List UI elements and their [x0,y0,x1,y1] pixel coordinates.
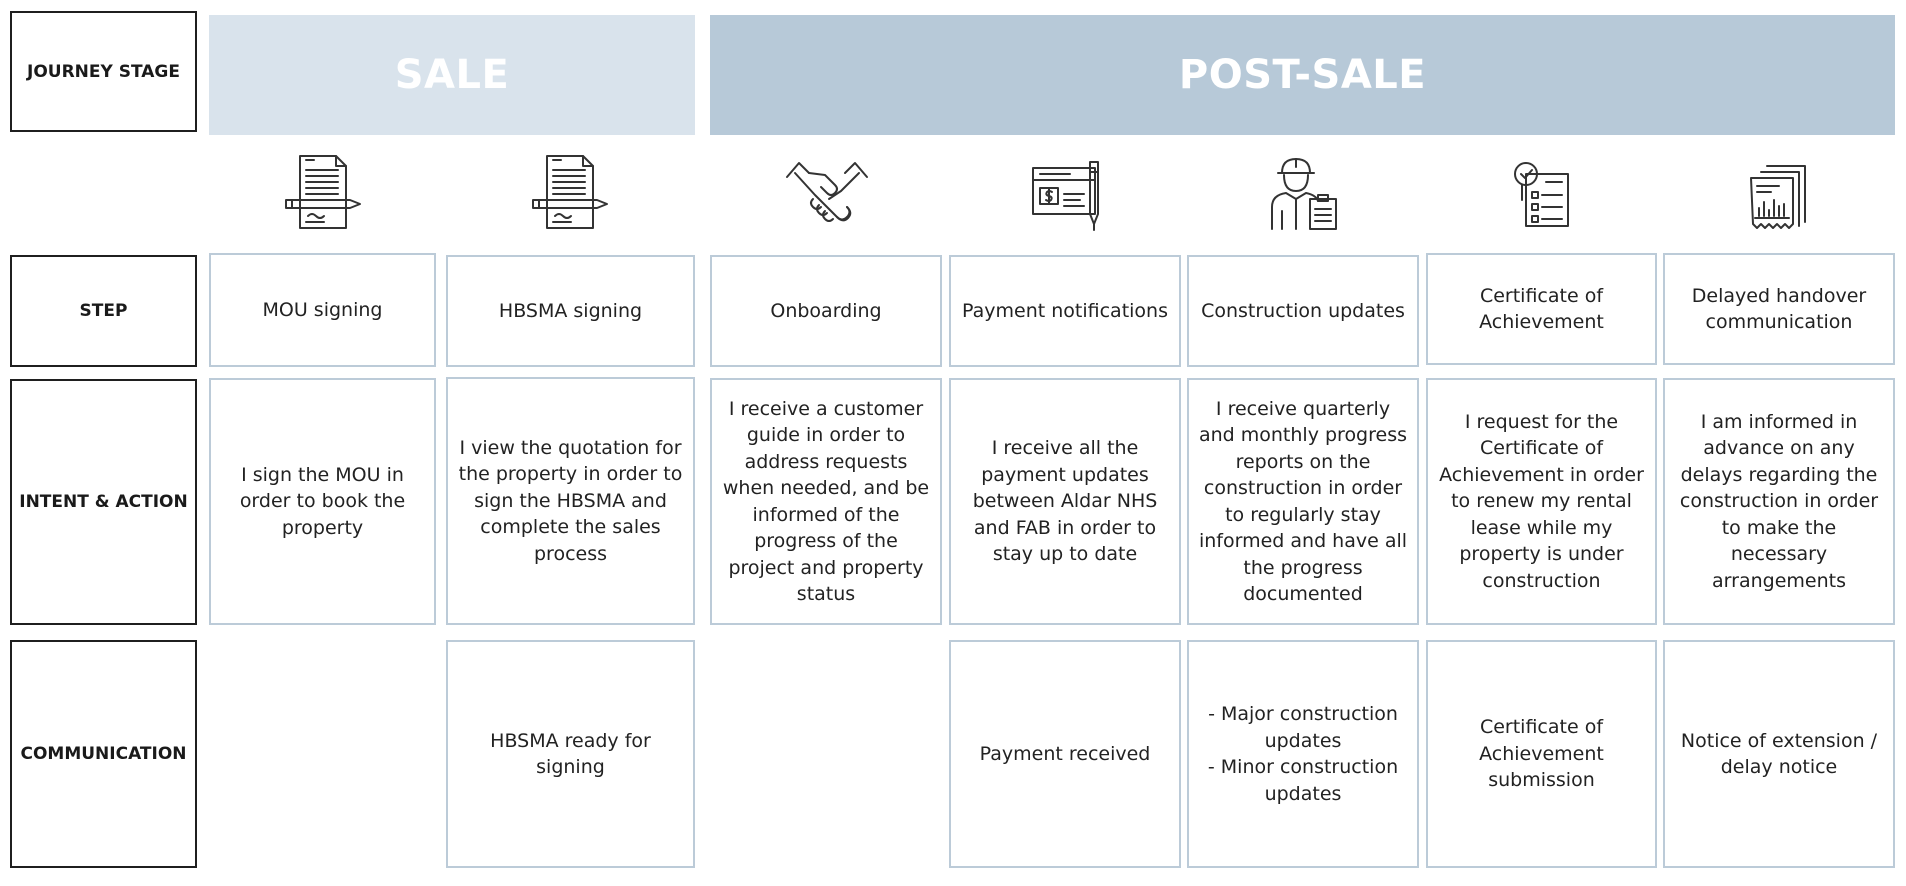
intent-cell-delayed-handover: I am informed in advance on any delays r… [1663,378,1895,625]
certificate-magnifier-icon [1512,160,1572,230]
step-cell-onboarding: Onboarding [710,255,942,367]
intent-cell-payment-notifications: I receive all the payment updates betwee… [949,378,1181,625]
step-cell-delayed-handover: Delayed handover communication [1663,253,1895,365]
intent-cell-certificate-of-achievement: I request for the Certificate of Achieve… [1426,378,1657,625]
construction-worker-icon [1268,155,1340,231]
row-label-intent-action: INTENT & ACTION [10,379,197,625]
communication-cell-hbsma-signing: HBSMA ready for signing [446,640,695,868]
stage-post-sale-band: POST-SALE [710,15,1895,135]
communication-cell-construction-updates: - Major construction updates - Minor con… [1187,640,1419,868]
step-cell-mou-signing: MOU signing [209,253,436,367]
stage-sale-band: SALE [209,15,695,135]
communication-line-minor: - Minor construction updates [1207,756,1399,805]
handshake-icon [785,155,869,231]
communication-line-major: - Major construction updates [1208,703,1398,752]
row-label-step: STEP [10,255,197,367]
cheque-pen-icon [1030,158,1108,232]
step-cell-construction-updates: Construction updates [1187,255,1419,367]
row-label-communication: COMMUNICATION [10,640,197,868]
step-cell-certificate-of-achievement: Certificate of Achievement [1426,253,1657,365]
document-pen-icon [284,152,364,232]
document-pen-icon [531,152,611,232]
intent-cell-onboarding: I receive a customer guide in order to a… [710,378,942,625]
row-label-journey-stage: JOURNEY STAGE [10,11,197,132]
step-cell-payment-notifications: Payment notifications [949,255,1181,367]
intent-cell-hbsma-signing: I view the quotation for the property in… [446,377,695,625]
intent-cell-construction-updates: I receive quarterly and monthly progress… [1187,378,1419,625]
intent-cell-mou-signing: I sign the MOU in order to book the prop… [209,378,436,625]
step-cell-hbsma-signing: HBSMA signing [446,255,695,367]
communication-cell-payment-notifications: Payment received [949,640,1181,868]
report-documents-icon [1749,164,1809,230]
communication-cell-delayed-handover: Notice of extension / delay notice [1663,640,1895,868]
communication-cell-certificate-of-achievement: Certificate of Achievement submission [1426,640,1657,868]
